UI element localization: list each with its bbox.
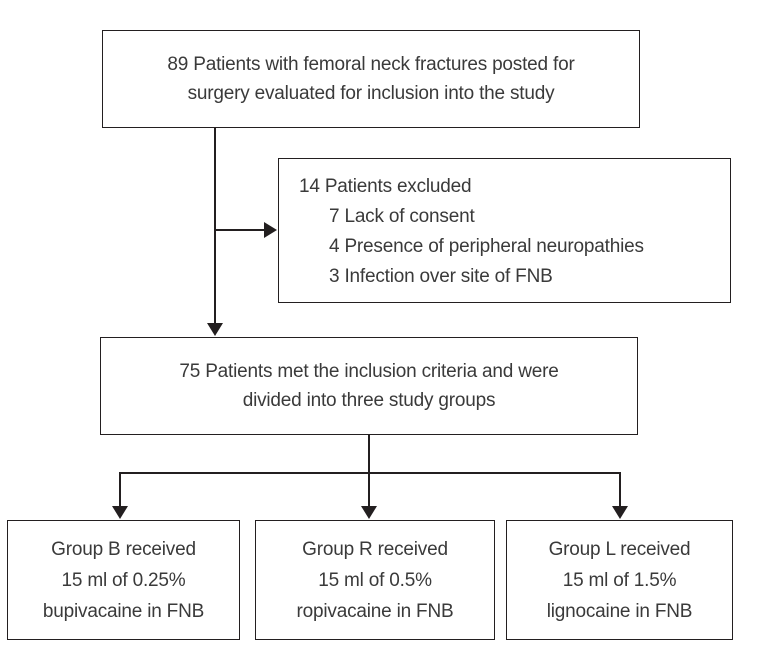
arrow-down-icon	[112, 506, 128, 519]
group-r-line-3: ropivacaine in FNB	[296, 600, 454, 622]
group-l-line-2: 15 ml of 1.5%	[562, 569, 677, 591]
connector-branch-to-exclusion	[214, 229, 266, 231]
connector-drop-right	[619, 472, 621, 507]
inclusion-box: 75 Patients met the inclusion criteria a…	[100, 337, 638, 435]
group-b-line-3: bupivacaine in FNB	[42, 600, 205, 622]
group-l-box: Group L received 15 ml of 1.5% lignocain…	[506, 520, 733, 640]
exclusion-item-1: 7 Lack of consent	[329, 206, 475, 227]
enrollment-line-1: 89 Patients with femoral neck fractures …	[167, 54, 575, 75]
group-b-line-2: 15 ml of 0.25%	[61, 569, 186, 591]
inclusion-line-1: 75 Patients met the inclusion criteria a…	[179, 361, 559, 382]
arrow-down-icon	[612, 506, 628, 519]
enrollment-line-2: surgery evaluated for inclusion into the…	[187, 83, 555, 104]
exclusion-item-3: 3 Infection over site of FNB	[329, 266, 553, 287]
group-l-line-1: Group L received	[548, 538, 691, 560]
group-l-line-3: lignocaine in FNB	[546, 600, 693, 622]
group-b-line-1: Group B received	[51, 538, 196, 560]
exclusion-header: 14 Patients excluded	[299, 176, 472, 197]
arrow-down-icon	[207, 323, 223, 336]
connector-drop-left	[119, 472, 121, 507]
connector-enrollment-to-inclusion	[214, 128, 216, 324]
group-b-box: Group B received 15 ml of 0.25% bupivaca…	[7, 520, 240, 640]
arrow-right-icon	[264, 222, 277, 238]
exclusion-item-2: 4 Presence of peripheral neuropathies	[329, 236, 644, 257]
exclusion-box: 14 Patients excluded 7 Lack of consent 4…	[278, 158, 731, 303]
group-r-line-2: 15 ml of 0.5%	[318, 569, 432, 591]
arrow-down-icon	[361, 506, 377, 519]
group-r-line-1: Group R received	[302, 538, 448, 560]
enrollment-box: 89 Patients with femoral neck fractures …	[102, 30, 640, 128]
connector-distribution	[119, 472, 621, 474]
inclusion-line-2: divided into three study groups	[242, 390, 496, 411]
group-r-box: Group R received 15 ml of 0.5% ropivacai…	[255, 520, 495, 640]
connector-inclusion-down	[368, 435, 370, 507]
